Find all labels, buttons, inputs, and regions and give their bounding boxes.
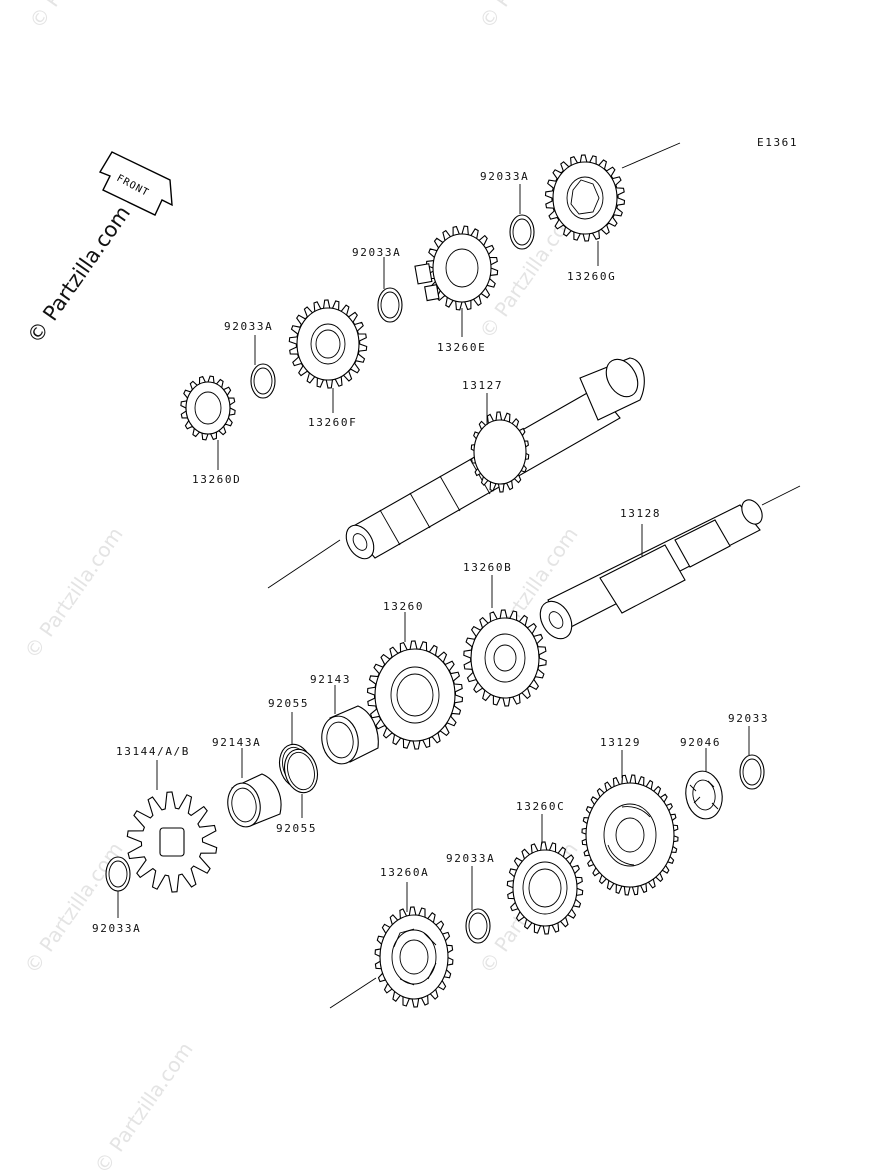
label-92055-top: 92055: [268, 697, 309, 710]
label-92055-bottom: 92055: [276, 822, 317, 835]
circlip-92033A-top[interactable]: [509, 214, 535, 250]
label-92033A-bottom-left: 92033A: [92, 922, 141, 935]
watermark-1: © Partzilla.com: [24, 0, 132, 33]
front-arrow: FRONT: [98, 151, 173, 216]
gear-13260D[interactable]: [180, 375, 236, 441]
label-13129: 13129: [600, 736, 641, 749]
circlip-92033[interactable]: [739, 754, 765, 790]
gear-13260B[interactable]: [463, 609, 547, 707]
sprocket-13144[interactable]: [126, 791, 218, 893]
label-13144: 13144/A/B: [116, 745, 190, 758]
watermark-4: © Partzilla.com: [19, 523, 127, 663]
gear-13260E[interactable]: [414, 225, 499, 311]
ring-92055[interactable]: [275, 741, 322, 797]
label-92033A-top: 92033A: [480, 170, 529, 183]
label-92033A-mid: 92033A: [352, 246, 401, 259]
watermark-6: © Partzilla.com: [19, 838, 127, 978]
gear-13260A[interactable]: [374, 906, 454, 1008]
label-13260C: 13260C: [516, 800, 565, 813]
label-13260E: 13260E: [437, 341, 486, 354]
gear-13127-integral: [470, 411, 530, 493]
label-13260: 13260: [383, 600, 424, 613]
axis-line-upper-left: [267, 539, 341, 589]
diagram-code: E1361: [757, 136, 798, 149]
collar-92143A[interactable]: [224, 773, 282, 829]
label-92046: 92046: [680, 736, 721, 749]
label-92143: 92143: [310, 673, 351, 686]
label-13128: 13128: [620, 507, 661, 520]
label-13260G: 13260G: [567, 270, 616, 283]
partzilla-watermark: © Partzilla.com: [22, 201, 135, 348]
label-13260A: 13260A: [380, 866, 429, 879]
bearing-92046[interactable]: [682, 768, 726, 822]
axis-line-bottom: [329, 977, 377, 1009]
label-13260D: 13260D: [192, 473, 241, 486]
gear-13260C[interactable]: [506, 841, 584, 935]
label-92033A-lower: 92033A: [446, 852, 495, 865]
circlip-92033A-left[interactable]: [250, 363, 276, 399]
gear-13260[interactable]: [366, 640, 464, 750]
label-13127: 13127: [462, 379, 503, 392]
label-92033A-left: 92033A: [224, 320, 273, 333]
watermark-8: © Partzilla.com: [89, 1038, 197, 1170]
circlip-92033A-bottom-left[interactable]: [105, 856, 131, 892]
gear-13129[interactable]: [581, 774, 679, 896]
label-13260B: 13260B: [463, 561, 512, 574]
collar-92143[interactable]: [318, 705, 379, 767]
label-92143A: 92143A: [212, 736, 261, 749]
gear-13260F[interactable]: [288, 299, 368, 389]
watermark-2: © Partzilla.com: [474, 0, 582, 33]
shaft-13128[interactable]: [534, 496, 766, 644]
axis-line-top: [621, 142, 681, 169]
circlip-92033A-lower[interactable]: [465, 908, 491, 944]
gear-13260G[interactable]: [544, 154, 626, 242]
label-92033: 92033: [728, 712, 769, 725]
label-13260F: 13260F: [308, 416, 357, 429]
axis-line-right: [761, 485, 801, 506]
circlip-92033A-mid[interactable]: [377, 287, 403, 323]
